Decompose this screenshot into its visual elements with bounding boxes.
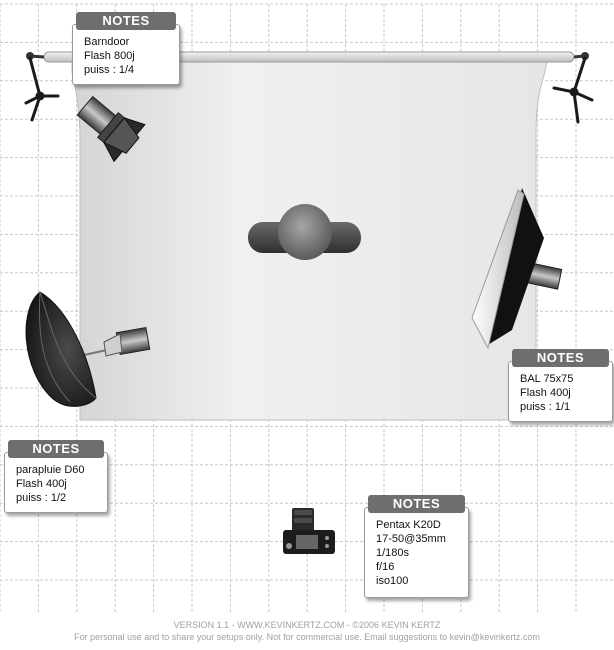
note-line: 17-50@35mm <box>376 533 446 545</box>
note-header: NOTES <box>8 440 104 458</box>
note-umbrella: NOTES parapluie D60 Flash 400j puiss : 1… <box>4 440 108 513</box>
note-line: Pentax K20D <box>376 519 441 531</box>
note-line: puiss : 1/2 <box>16 492 67 504</box>
note-line: Flash 800j <box>84 50 135 62</box>
camera-icon <box>283 508 335 554</box>
note-line: iso100 <box>376 575 409 587</box>
note-body: BAL 75x75 Flash 400j puiss : 1/1 <box>509 362 612 414</box>
note-header: NOTES <box>512 349 609 367</box>
light-stand-icon <box>24 56 60 122</box>
note-line: BAL 75x75 <box>520 373 574 385</box>
softbox-light-icon <box>471 188 563 350</box>
note-line: puiss : 1/1 <box>520 401 571 413</box>
barndoor-light-icon <box>76 95 146 163</box>
note-header: NOTES <box>368 495 465 513</box>
note-line: Flash 400j <box>16 478 67 490</box>
note-line: f/16 <box>376 561 395 573</box>
note-body: parapluie D60 Flash 400j puiss : 1/2 <box>5 453 107 505</box>
footer-usage: For personal use and to share your setup… <box>74 632 540 642</box>
note-body: Barndoor Flash 800j puiss : 1/4 <box>73 25 179 77</box>
footer-version: VERSION 1.1 - WWW.KEVINKERTZ.COM - ©2006… <box>173 620 441 630</box>
note-header: NOTES <box>76 12 176 30</box>
light-stand-icon <box>552 56 594 124</box>
subject-person-icon <box>248 204 361 260</box>
note-line: puiss : 1/4 <box>84 64 135 76</box>
note-softbox: NOTES BAL 75x75 Flash 400j puiss : 1/1 <box>508 349 613 422</box>
note-line: Flash 400j <box>520 387 571 399</box>
note-line: 1/180s <box>376 547 410 559</box>
note-line: parapluie D60 <box>16 464 85 476</box>
note-body: Pentax K20D 17-50@35mm 1/180s f/16 iso10… <box>365 508 468 588</box>
note-line: Barndoor <box>84 36 130 48</box>
umbrella-light-icon <box>25 291 151 407</box>
note-barndoor: NOTES Barndoor Flash 800j puiss : 1/4 <box>72 12 180 85</box>
note-camera: NOTES Pentax K20D 17-50@35mm 1/180s f/16… <box>364 495 469 598</box>
